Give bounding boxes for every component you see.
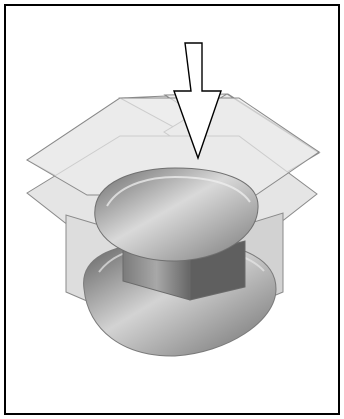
packing-illustration xyxy=(0,0,344,419)
packing-diagram xyxy=(0,0,344,419)
